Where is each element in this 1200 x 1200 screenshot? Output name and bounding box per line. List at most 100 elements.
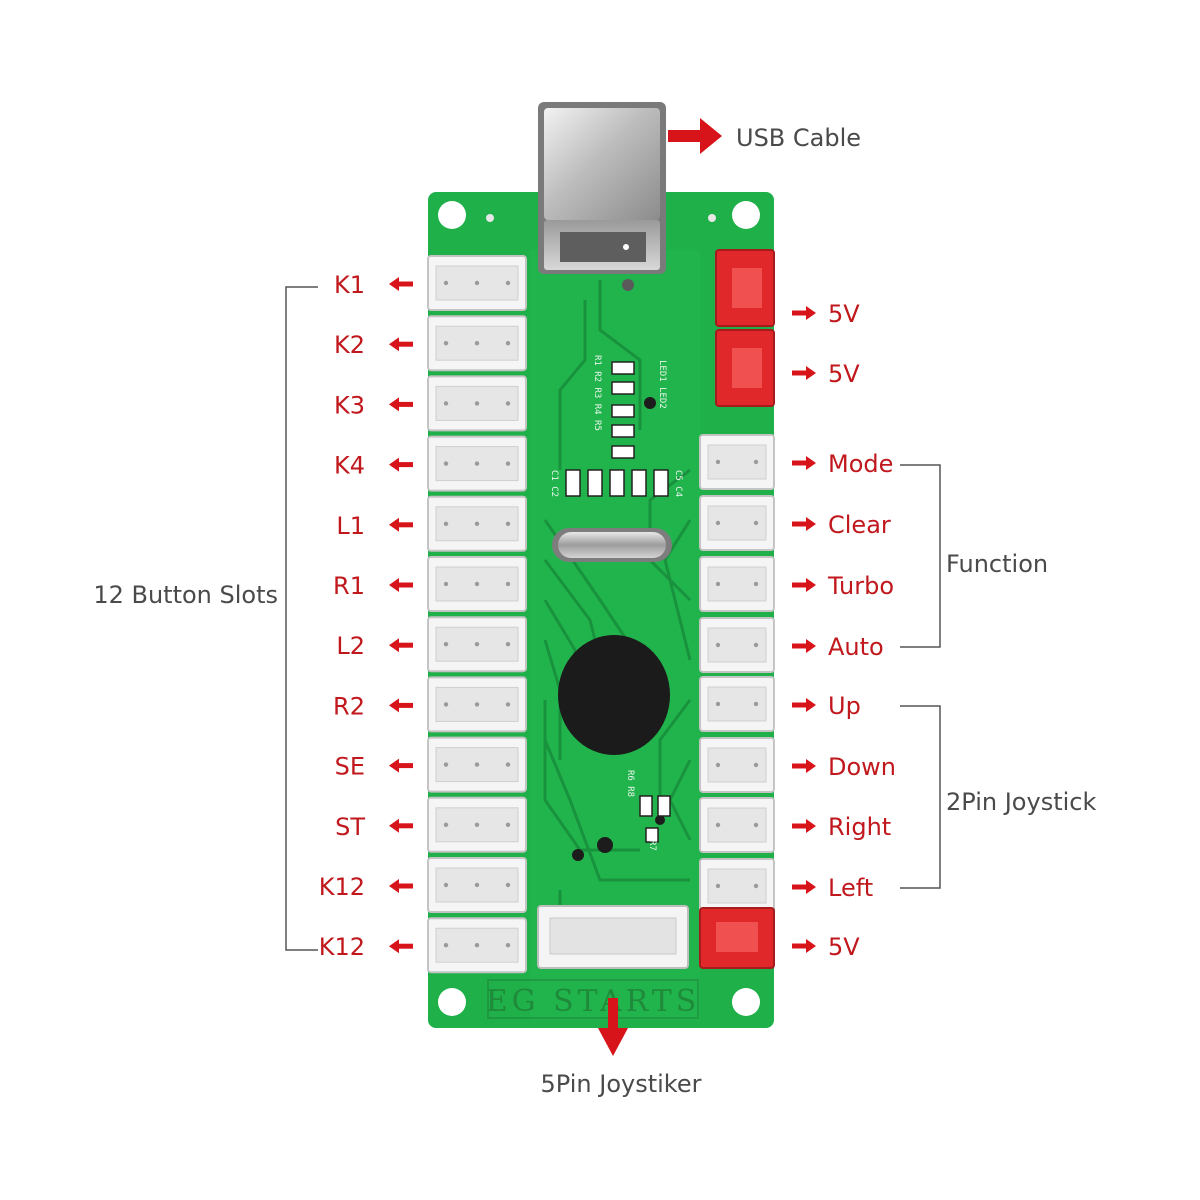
svg-text:C5 C4: C5 C4 [673,470,683,497]
arrow-left-icon [389,879,413,893]
arrow-left-icon [389,277,413,291]
arrow-right-icon [792,639,816,653]
svg-text:R1 R2 R3 R4 R5: R1 R2 R3 R4 R5 [592,355,602,431]
arrow-left-icon [389,517,413,532]
arrow-right-icon [792,306,816,320]
white-connector [427,616,527,673]
usb-arrow-icon [668,118,722,154]
usb-b-connector-icon [538,102,666,274]
left-port-label: K2 [334,331,365,359]
svg-text:R6 R8: R6 R8 [625,770,635,797]
arrow-left-icon [389,638,413,653]
arrow-right-icon [792,819,816,833]
left-port-label: K4 [334,452,365,480]
arrow-left-icon [389,939,413,954]
smd-components [565,361,671,843]
white-connector [699,797,775,853]
arrow-left-icon [389,578,413,592]
mounting-hole [438,988,466,1016]
power-connectors-top [715,249,775,407]
right-port-label: Down [828,753,896,781]
white-connector [427,917,527,974]
left-port-label: L2 [336,632,365,660]
left-port-label: L1 [336,512,365,540]
white-connector [699,556,775,612]
board-inner-shade [530,250,700,1020]
power-label: 5V [828,933,860,961]
small-pad [486,214,494,222]
board-brand: EG STARTS [486,984,701,1019]
white-connector [699,676,775,732]
silkscreen-text: LED1 LED2 R1 R2 R3 R4 R5 C5 C4 C1 C2 R6 … [549,355,683,851]
arrow-left-icon [389,818,413,833]
via-dot [655,815,665,825]
board-brand-marking: EG STARTS [486,979,701,1019]
arrow-left-icon [389,698,413,713]
power-connector-bottom [699,907,775,969]
left-port-label: R2 [333,692,365,720]
left-port-label: K3 [334,391,365,419]
power-label: 5V [828,300,860,328]
white-connector [427,315,527,372]
arrow-left-icon [389,337,413,352]
arrow-right-icon [792,366,816,380]
five-pin-connector [537,905,689,969]
bracket-button-slots [285,286,318,951]
arrow-left-icon [389,397,413,412]
two-pin-joystick-label: 2Pin Joystick [946,788,1096,816]
via-dot [644,397,656,409]
right-port-label: Right [828,813,891,841]
left-port-label: K12 [319,873,365,901]
right-port-label: Left [828,874,873,902]
left-connector-column [427,255,527,974]
arrow-right-icon [792,880,816,894]
arrow-right-icon [792,759,816,773]
white-connector [427,255,527,311]
button-slots-label: 12 Button Slots [93,581,278,609]
white-connector [699,737,775,793]
mounting-holes [438,201,760,1016]
white-connector [427,375,527,432]
arrow-down-icon [598,998,628,1056]
arrow-left-icon [389,758,413,773]
five-pin-joystiker-label: 5Pin Joystiker [541,1070,702,1098]
white-connector [427,736,527,793]
mounting-hole [732,201,760,229]
bracket-function [900,464,941,648]
right-port-label: Clear [828,511,891,539]
right-port-label: Mode [828,450,893,478]
svg-text:LED1 LED2: LED1 LED2 [657,360,667,409]
bracket-joystick [900,705,941,889]
white-connector [427,495,527,552]
mounting-hole [438,201,466,229]
arrow-right-icon [792,578,816,592]
white-connector [699,858,775,914]
power-label: 5V [828,360,860,388]
arrow-right-icon [792,456,816,470]
white-connector [699,434,775,490]
white-connector [427,556,527,612]
right-connector-column [699,434,775,914]
white-connector [699,617,775,673]
white-connector [427,796,527,853]
left-port-label: K1 [334,271,365,299]
controller-chip [558,635,670,755]
left-port-label: R1 [333,572,365,600]
right-port-label: Turbo [827,572,894,600]
right-port-label: Auto [828,633,884,661]
crystal-oscillator [552,528,672,562]
white-connector [427,676,527,733]
left-port-label: SE [335,753,365,781]
svg-text:R7: R7 [647,840,657,851]
right-port-label: Up [828,692,861,720]
via-dot [622,279,634,291]
arrow-left-icon [389,457,413,472]
left-port-label: K12 [319,933,365,961]
mounting-hole [732,988,760,1016]
arrow-right-icon [792,939,816,953]
white-connector [427,857,527,913]
small-pad [708,214,716,222]
